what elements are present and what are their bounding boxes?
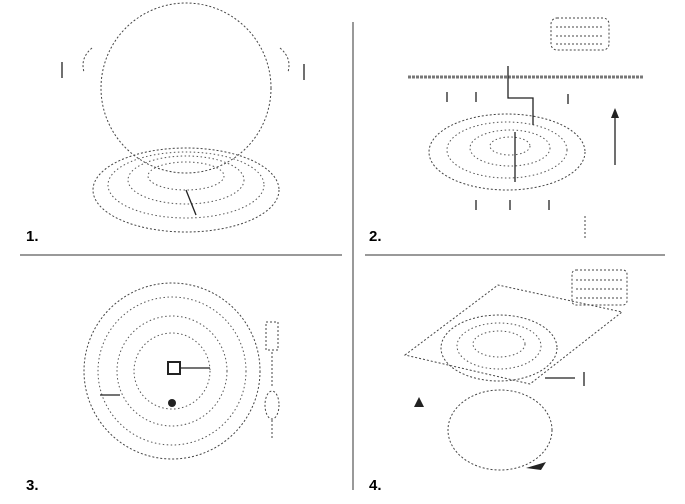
step-4-label: 4. [369, 477, 382, 494]
step-3-panel: 3. [26, 282, 280, 494]
step-2-label: 2. [369, 228, 382, 245]
step-4-panel: 4. [369, 269, 628, 494]
step-3-illustration [83, 282, 280, 460]
step-2-panel: 2. [369, 17, 643, 245]
step-1-label: 1. [26, 228, 39, 245]
step-3-label: 3. [26, 477, 39, 494]
step-2-illustration [408, 17, 643, 238]
step-1-illustration [61, 2, 305, 233]
step-4-illustration [403, 269, 628, 471]
step-1-panel: 1. [26, 2, 305, 245]
